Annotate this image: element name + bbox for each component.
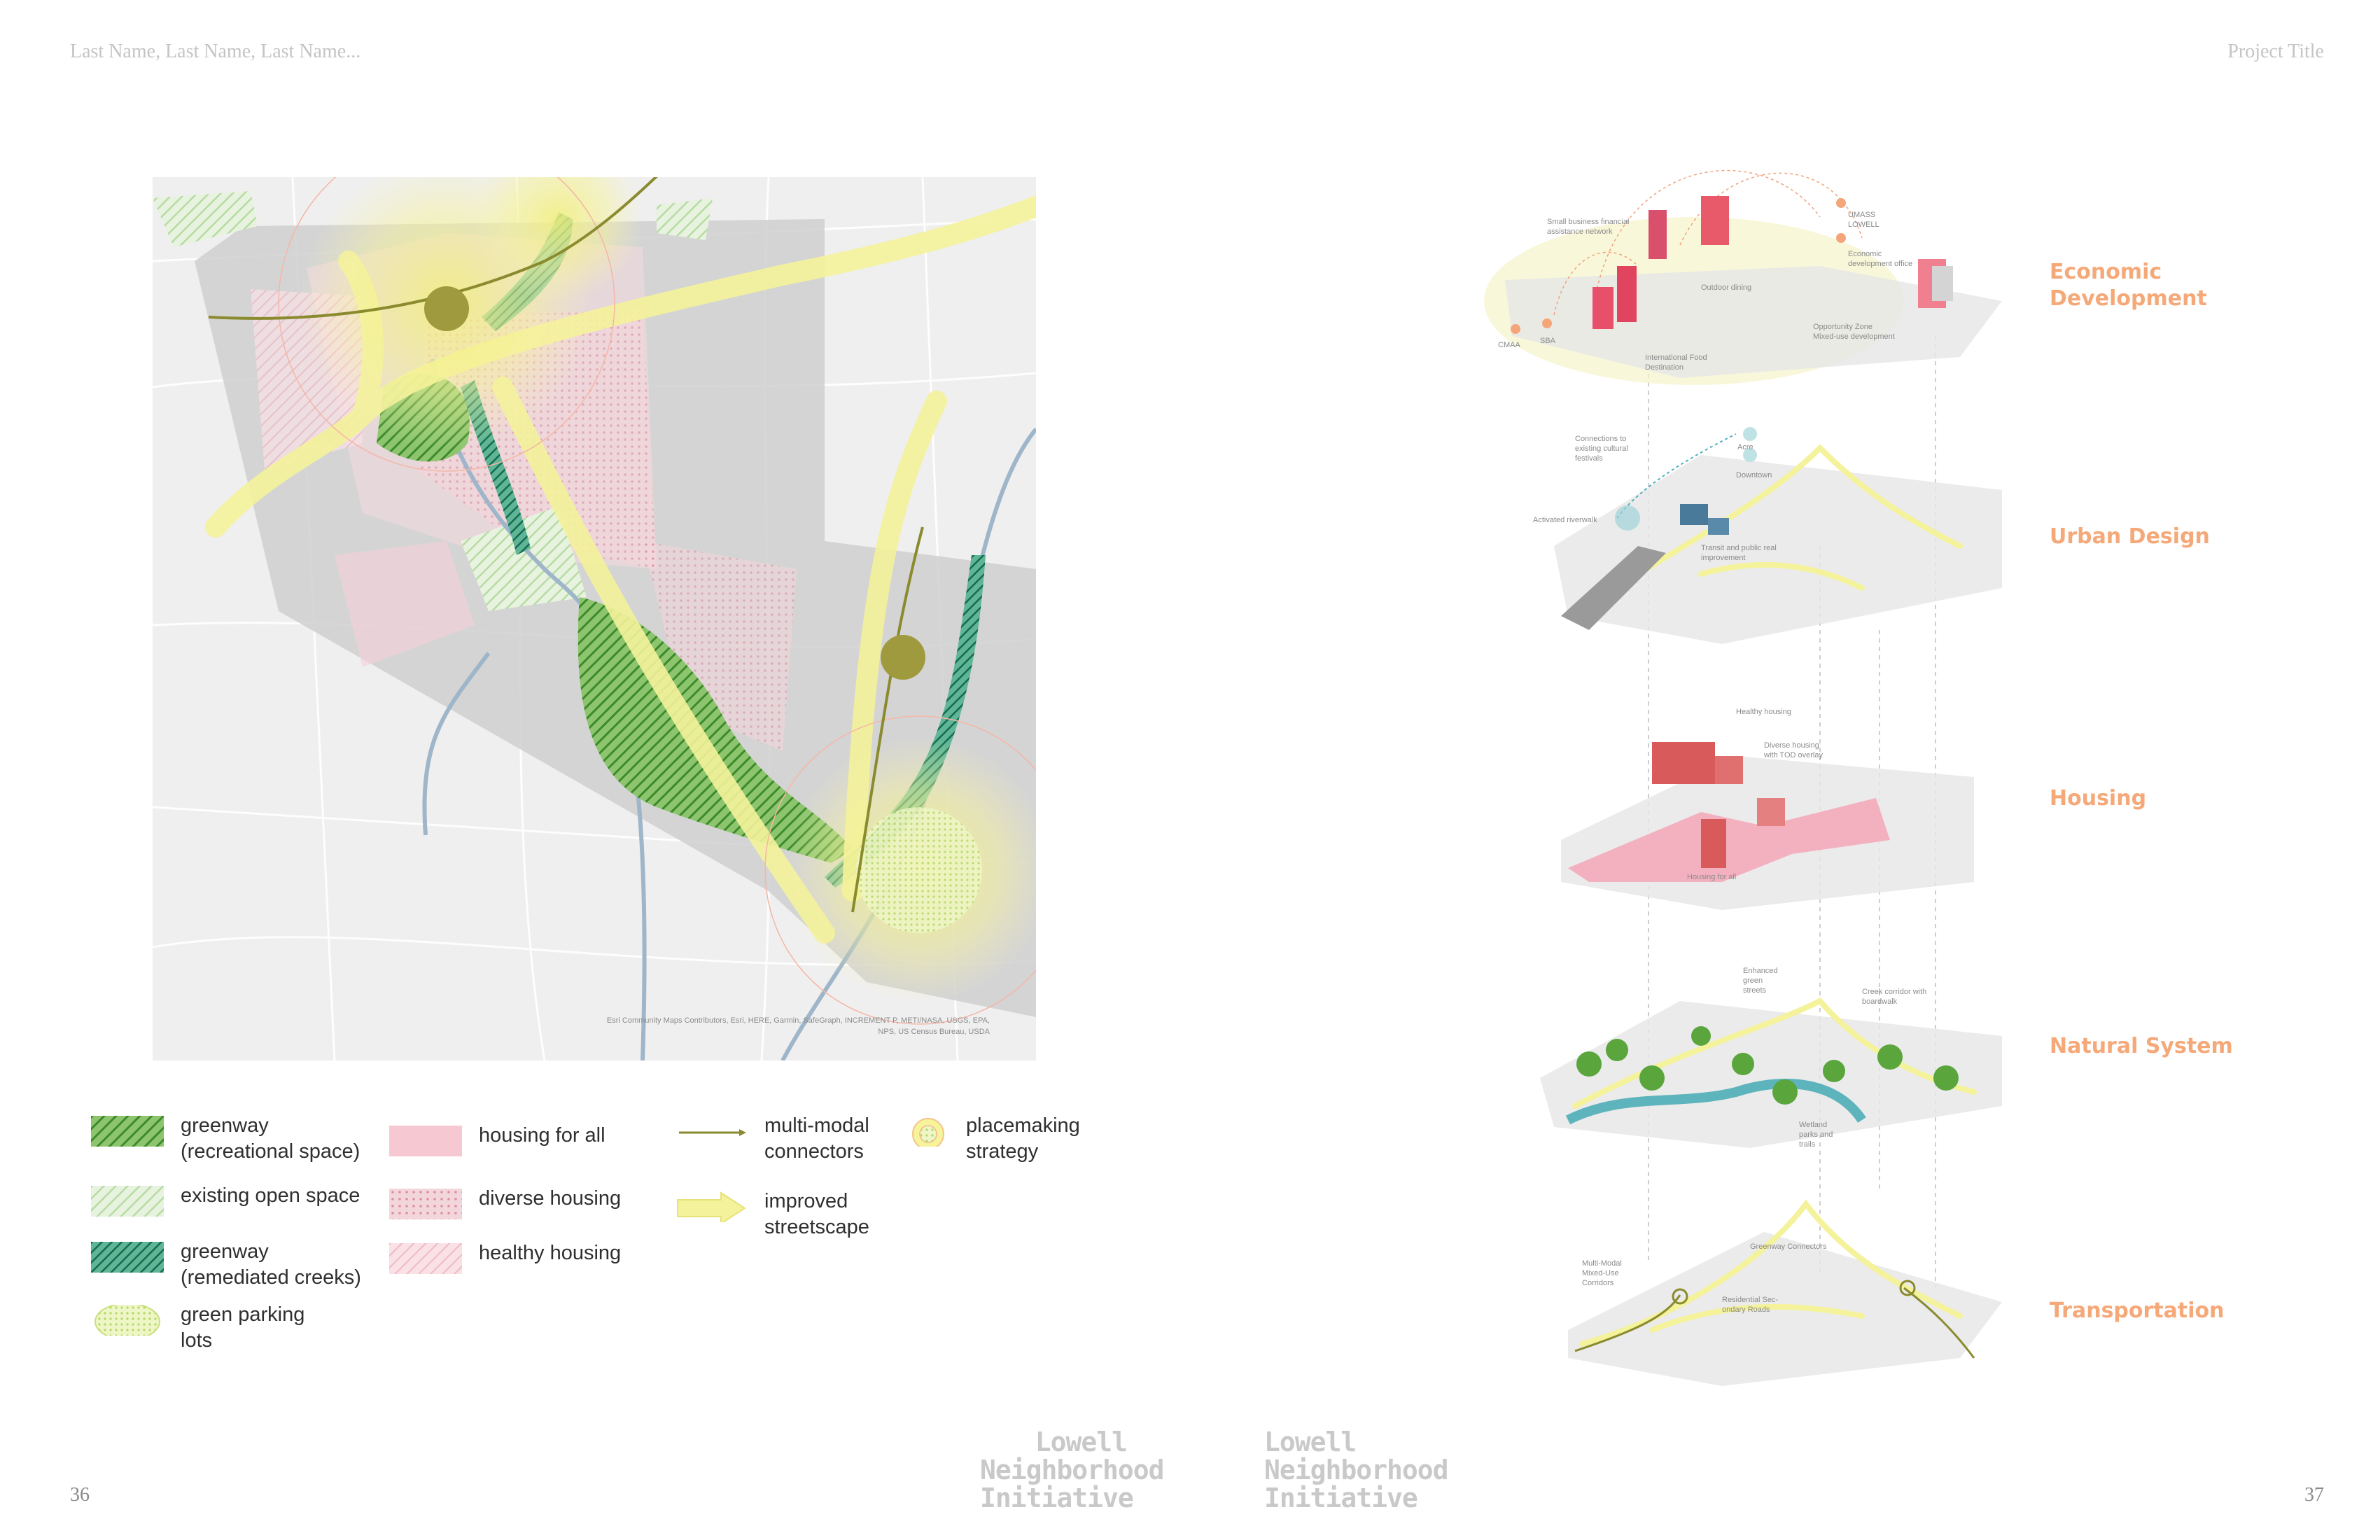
svg-text:boardwalk: boardwalk <box>1862 997 1898 1006</box>
transportation-layer: Multi-Modal Mixed-Use Corridors Greenway… <box>1568 1199 2002 1386</box>
author-names: Last Name, Last Name, Last Name... <box>70 41 361 62</box>
svg-text:LOWELL: LOWELL <box>1848 220 1879 229</box>
svg-text:Wetland: Wetland <box>1799 1121 1827 1129</box>
legend-housing-for-all: housing for all <box>389 1123 606 1156</box>
svg-text:Outdoor dining: Outdoor dining <box>1701 284 1751 292</box>
layer-title-transportation: Transportation <box>2050 1298 2225 1323</box>
placemaking-icon <box>912 1118 944 1147</box>
svg-text:Residential Sec-: Residential Sec- <box>1722 1296 1778 1304</box>
svg-text:Acre: Acre <box>1737 443 1754 451</box>
svg-text:Mixed-use development: Mixed-use development <box>1813 332 1895 341</box>
svg-text:Corridors: Corridors <box>1582 1279 1614 1287</box>
svg-text:existing cultural: existing cultural <box>1575 444 1628 453</box>
svg-text:Downtown: Downtown <box>1736 471 1772 479</box>
natural-system-layer: Enhanced green streets Creek corridor wi… <box>1540 967 2002 1149</box>
svg-text:Connections to: Connections to <box>1575 435 1626 443</box>
legend-greenway-recreational: greenway(recreational space) <box>91 1113 360 1165</box>
housing-swatch <box>389 1126 462 1156</box>
svg-text:Greenway Connectors: Greenway Connectors <box>1750 1242 1827 1251</box>
svg-text:Activated riverwalk: Activated riverwalk <box>1533 516 1597 524</box>
layer-title-urban-design: Urban Design <box>2050 524 2210 549</box>
diverse-housing-swatch <box>389 1189 462 1219</box>
svg-text:Multi-Modal: Multi-Modal <box>1582 1259 1622 1268</box>
streetscape-arrow-icon <box>677 1191 746 1222</box>
svg-text:SBA: SBA <box>1540 337 1556 345</box>
svg-text:streets: streets <box>1743 986 1767 995</box>
svg-text:Opportunity Zone: Opportunity Zone <box>1813 323 1872 331</box>
open-space-swatch <box>91 1186 164 1217</box>
svg-text:with TOD overlay: with TOD overlay <box>1763 751 1823 760</box>
layer-title-natural-system: Natural System <box>2050 1034 2233 1058</box>
bike-icon <box>424 286 469 331</box>
legend-diverse-housing: diverse housing <box>389 1186 621 1219</box>
connector-swatch <box>679 1129 746 1136</box>
svg-text:development office: development office <box>1848 260 1912 268</box>
svg-text:Transit and public real: Transit and public real <box>1701 544 1777 552</box>
layered-system-diagram: Small business financial assistance netw… <box>1484 169 2002 1386</box>
svg-text:International Food: International Food <box>1645 354 1707 362</box>
svg-text:CMAA: CMAA <box>1498 341 1520 349</box>
legend-greenway-creeks: greenway(remediated creeks) <box>91 1239 361 1291</box>
healthy-housing-swatch <box>389 1243 462 1274</box>
svg-text:improvement: improvement <box>1701 554 1746 562</box>
svg-text:Destination: Destination <box>1645 363 1684 372</box>
neighborhood-map: Esri Community Maps Contributors, Esri, … <box>153 177 1036 1060</box>
svg-text:Diverse housing: Diverse housing <box>1764 741 1819 750</box>
svg-text:Housing for all: Housing for all <box>1687 873 1736 881</box>
map-attribution: Esri Community Maps Contributors, Esri, … <box>607 1016 990 1025</box>
legend-healthy-housing: healthy housing <box>389 1240 621 1274</box>
svg-text:Enhanced: Enhanced <box>1743 967 1778 975</box>
svg-text:Small business financial: Small business financial <box>1547 218 1629 226</box>
svg-text:festivals: festivals <box>1575 454 1603 463</box>
svg-text:assistance network: assistance network <box>1547 227 1613 236</box>
urban-design-layer: Connections to existing cultural festiva… <box>1533 427 2002 644</box>
creek-swatch <box>91 1242 164 1273</box>
layer-title-housing: Housing <box>2050 786 2147 811</box>
svg-text:Mixed-Use: Mixed-Use <box>1582 1269 1619 1278</box>
legend-existing-open-space: existing open space <box>91 1183 360 1217</box>
project-title: Project Title <box>2227 41 2324 62</box>
svg-text:UMASS: UMASS <box>1848 211 1875 219</box>
green-parking-swatch <box>94 1305 160 1336</box>
svg-text:green: green <box>1743 976 1763 985</box>
page-number-right: 37 <box>2304 1484 2324 1506</box>
greenway-swatch <box>91 1116 164 1147</box>
economic-layer: Small business financial assistance netw… <box>1484 169 2002 385</box>
svg-text:trails: trails <box>1799 1140 1816 1149</box>
svg-text:Economic: Economic <box>1848 250 1882 258</box>
svg-text:Healthy housing: Healthy housing <box>1736 708 1791 716</box>
housing-layer: Healthy housing Diverse housing with TOD… <box>1561 708 1974 910</box>
bike-icon <box>881 635 925 680</box>
svg-text:ondary Roads: ondary Roads <box>1722 1306 1770 1314</box>
svg-text:Creek corridor with: Creek corridor with <box>1862 988 1926 996</box>
page-number-left: 36 <box>70 1484 90 1506</box>
map-attribution: NPS, US Census Bureau, USDA <box>878 1028 990 1036</box>
svg-text:parks and: parks and <box>1799 1130 1833 1139</box>
